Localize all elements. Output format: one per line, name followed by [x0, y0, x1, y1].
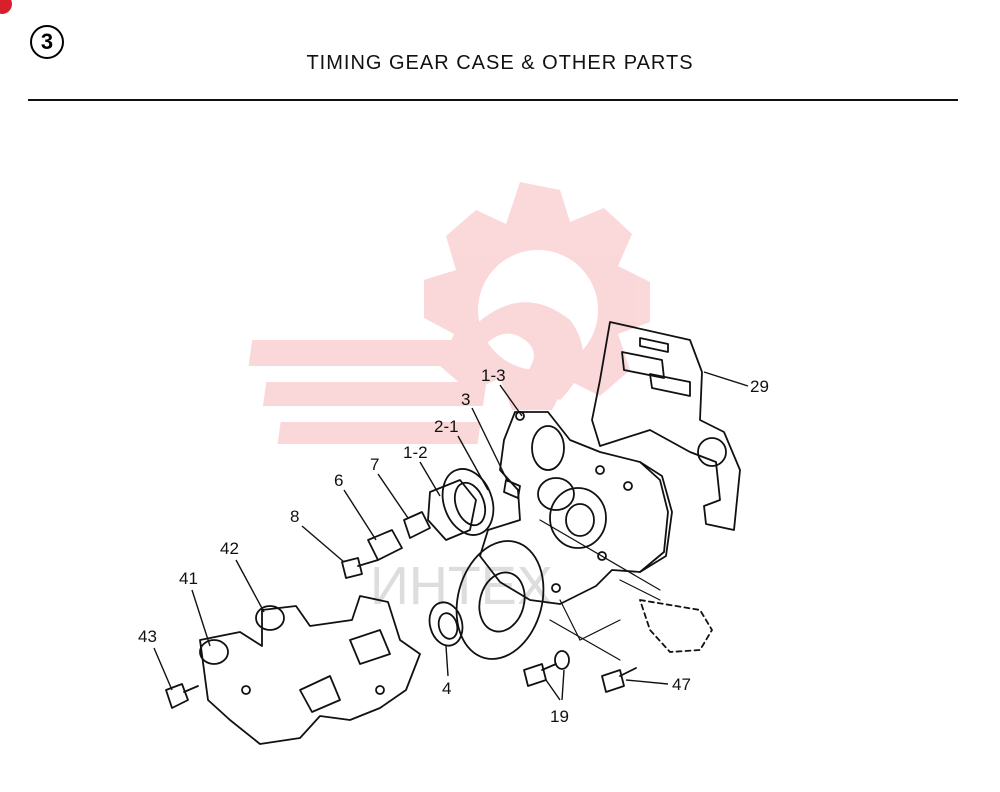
- section-number-badge: 3: [30, 25, 64, 59]
- leader-29: [703, 371, 749, 387]
- cover-boss-42: [255, 605, 285, 631]
- bolt-43: [165, 683, 189, 709]
- cover-1-2: [427, 479, 477, 541]
- corner-tab-mark: [0, 0, 12, 14]
- crankshaft-pulley-hub: [478, 571, 526, 633]
- gasket-29-hole: [621, 351, 665, 379]
- leader-43: [153, 647, 173, 691]
- cover-boss-41: [199, 639, 229, 665]
- seal-ring-4: [428, 601, 464, 647]
- seal-ring-4-inner: [437, 612, 459, 640]
- bolt-47: [601, 669, 625, 693]
- bolt-19-shank: [541, 663, 557, 671]
- callout-43: 43: [138, 627, 157, 646]
- bolt-19: [523, 663, 547, 687]
- bracket: [639, 599, 713, 653]
- watermark-gear: [424, 182, 650, 410]
- gasket-29-hole: [697, 437, 727, 467]
- callout-1-3: 1-3: [481, 366, 506, 385]
- callout-29: 29: [750, 377, 769, 396]
- leader-lines: [153, 371, 749, 701]
- bolt-47-shank: [619, 667, 637, 677]
- gasket-29-hole: [639, 337, 669, 353]
- leader-3: [471, 407, 509, 483]
- bolt-8-shank: [357, 559, 379, 567]
- leader-19a: [545, 679, 561, 701]
- leader-1-2: [419, 461, 441, 497]
- leader-1-3: [499, 384, 523, 417]
- timing-gear-case-flange: [639, 461, 673, 573]
- callout-labels: 1-3 3 2-1 1-2 7 6 8 42 41 43 4 19 47 29: [138, 366, 769, 726]
- watermark-stripe: [277, 422, 481, 444]
- gasket-29: [591, 321, 741, 531]
- case-bolt-hole: [623, 481, 633, 491]
- case-bolt-hole: [597, 551, 607, 561]
- case-bolt-hole: [551, 583, 561, 593]
- case-bore: [549, 487, 607, 549]
- leader-19b: [561, 669, 565, 701]
- bolt-8: [341, 557, 363, 579]
- washer-19: [554, 650, 570, 670]
- watermark-stripe: [248, 340, 483, 366]
- callout-1-2: 1-2: [403, 443, 428, 462]
- cover-plate-6: [367, 529, 403, 561]
- callout-7: 7: [370, 455, 379, 474]
- gasket-7: [403, 511, 431, 539]
- page-title: TIMING GEAR CASE & OTHER PARTS: [306, 52, 694, 74]
- case-boss: [537, 477, 575, 511]
- watermark-stripe: [262, 382, 487, 406]
- front-cover-41-42: [199, 595, 421, 745]
- leader-6: [343, 489, 377, 541]
- callout-2-1: 2-1: [434, 417, 459, 436]
- assembly-guide-lines: [539, 519, 661, 661]
- leader-8: [301, 525, 345, 563]
- leader-2-1: [457, 435, 489, 491]
- callout-42: 42: [220, 539, 239, 558]
- case-bore-inner: [565, 503, 595, 537]
- cover-bolt-hole: [375, 685, 385, 695]
- case-bore: [531, 425, 565, 471]
- timing-gear-case: [479, 411, 669, 605]
- leader-42: [235, 559, 265, 613]
- cover-rib: [349, 629, 391, 665]
- callout-3: 3: [461, 390, 470, 409]
- bolt-43-shank: [183, 685, 199, 693]
- leader-47: [625, 679, 669, 685]
- cover-bolt-hole: [241, 685, 251, 695]
- leader-41: [191, 589, 211, 647]
- callout-41: 41: [179, 569, 198, 588]
- callout-4: 4: [442, 679, 451, 698]
- watermark-wrench: [470, 302, 583, 400]
- callout-47: 47: [672, 675, 691, 694]
- gasket-29-hole: [649, 373, 691, 397]
- oil-seal-2-1-inner: [453, 481, 487, 527]
- section-number: 3: [40, 29, 54, 54]
- leader-4: [445, 645, 449, 677]
- crankshaft-pulley: [455, 540, 545, 660]
- oil-seal-2-1: [441, 468, 495, 536]
- callout-6: 6: [334, 471, 343, 490]
- watermark-logo: [248, 182, 650, 444]
- case-bolt-hole: [595, 465, 605, 475]
- callout-19: 19: [550, 707, 569, 726]
- title-divider: [28, 99, 958, 101]
- watermark-text: ИНТЕХ: [370, 556, 553, 616]
- cover-rib: [299, 675, 341, 713]
- leader-7: [377, 473, 409, 519]
- callout-8: 8: [290, 507, 299, 526]
- pin-3: [503, 479, 521, 499]
